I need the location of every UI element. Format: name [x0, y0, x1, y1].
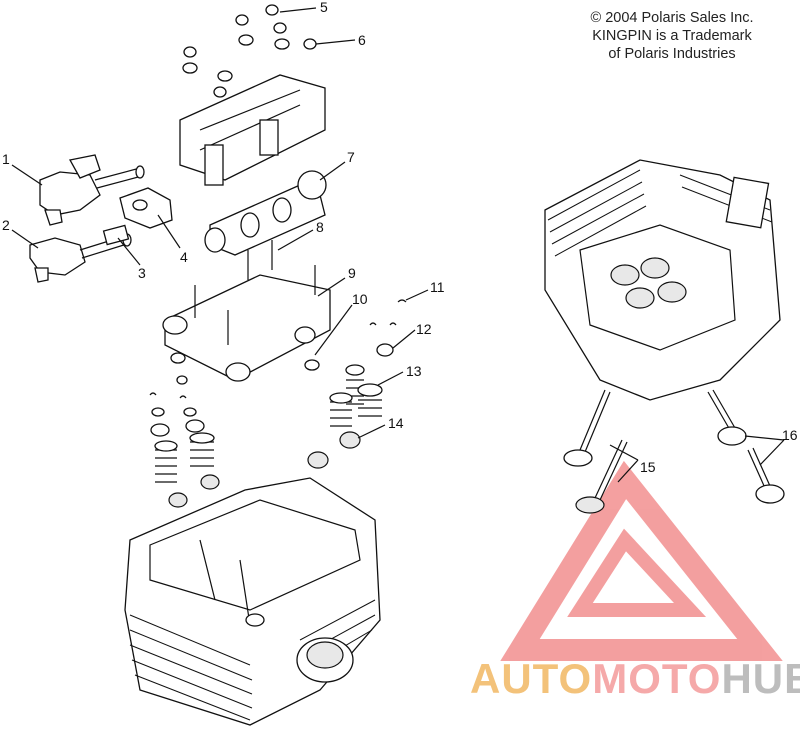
callout-12: 12: [416, 321, 432, 337]
cam-bracket-upper: [179, 74, 326, 186]
callout-7: 7: [347, 149, 355, 165]
rocker-shaft-3: [102, 224, 130, 246]
callout-3: 3: [138, 265, 146, 281]
callout-labels: 1 2 3 4 5 6 7 8 9 10 11 12 13 14 15 16: [2, 0, 798, 475]
callout-11: 11: [430, 279, 445, 295]
copyright-line-1: © 2004 Polaris Sales Inc.: [590, 10, 754, 26]
rocker-bracket-4: [119, 187, 173, 229]
callout-5: 5: [320, 0, 328, 15]
valve-seals-14: [307, 431, 361, 469]
watermark-logo: [500, 460, 783, 661]
cam-carrier-8-9: [162, 240, 331, 382]
callout-8: 8: [316, 219, 324, 235]
callout-10: 10: [352, 291, 368, 307]
callout-15: 15: [640, 459, 656, 475]
copyright-line-2: KINGPIN is a Trademark: [592, 28, 752, 44]
copyright-line-3: of Polaris Industries: [608, 46, 736, 62]
valves-15-16: [563, 389, 785, 514]
callout-16: 16: [782, 427, 798, 443]
watermark-part-hub: HUB: [721, 655, 800, 702]
callout-14: 14: [388, 415, 404, 431]
callout-4: 4: [180, 249, 188, 265]
copyright-notice: © 2004 Polaris Sales Inc. KINGPIN is a T…: [548, 9, 796, 63]
watermark-part-moto: MOTO: [592, 655, 722, 702]
callout-2: 2: [2, 217, 10, 233]
cylinder-head-lower: [124, 477, 381, 726]
callout-1: 1: [2, 151, 10, 167]
watermark-part-auto: AUTO: [470, 655, 593, 702]
nuts-washers-5-6: [182, 4, 317, 98]
callout-13: 13: [406, 363, 422, 379]
rocker-arm-1: [39, 154, 145, 226]
callout-9: 9: [348, 265, 356, 281]
valve-springs-left: [154, 432, 220, 508]
callout-6: 6: [358, 32, 366, 48]
leader-lines: [11, 7, 785, 483]
rocker-arm-2: [29, 233, 132, 283]
watermark-text: AUTOMOTOHUB: [470, 655, 800, 703]
cylinder-head-upper: [544, 159, 781, 401]
keepers-retainers-11-12: [149, 299, 407, 437]
valve-springs-13: [329, 364, 383, 427]
dowel-10: [170, 352, 320, 371]
camshaft-7: [204, 170, 327, 256]
